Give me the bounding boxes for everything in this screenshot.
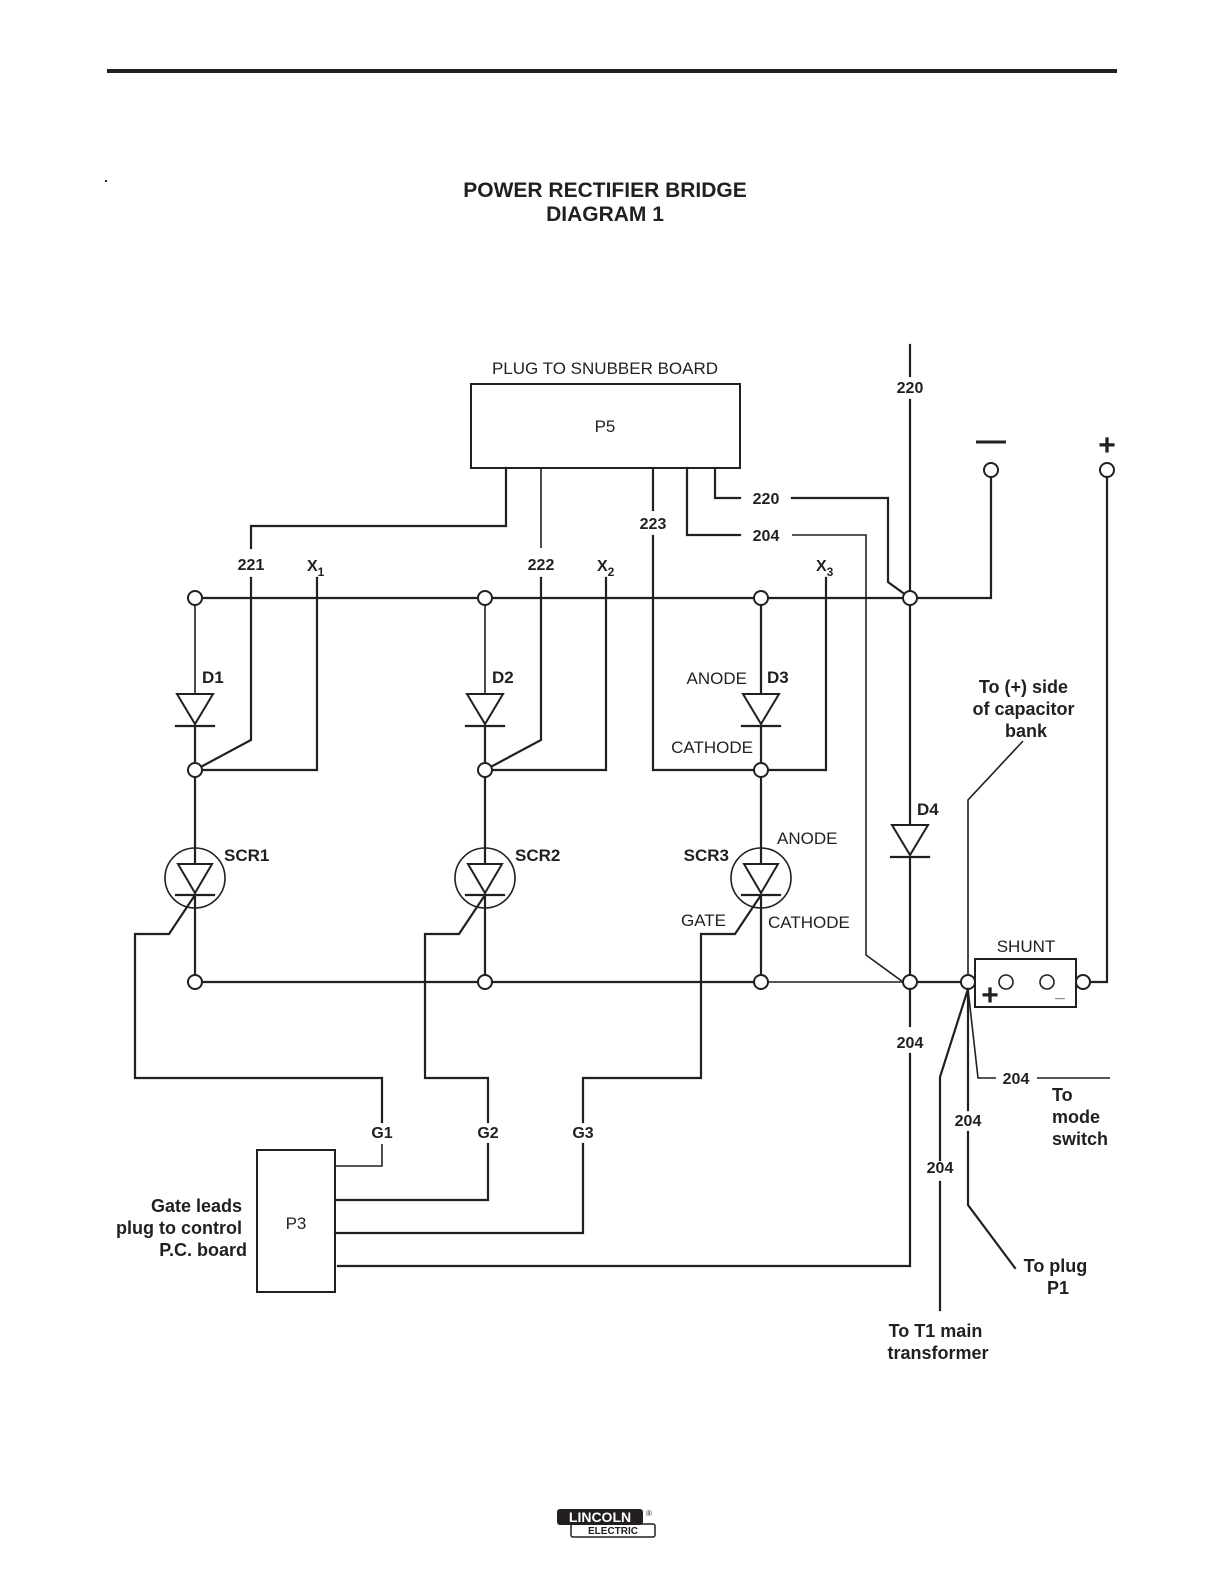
gate-label-g1: G1 (371, 1125, 392, 1142)
shunt-minus-sign: _ (1054, 982, 1065, 1001)
wire-label-x1: X1 (307, 558, 325, 579)
node-leg3-mid (753, 762, 769, 778)
wire-label-223: 223 (640, 516, 667, 533)
scr3-gate-label: GATE (681, 911, 726, 930)
d3-anode-label: ANODE (687, 669, 747, 688)
node-leg3-bottom (753, 974, 769, 990)
diagram-title: POWER RECTIFIER BRIDGE (463, 179, 747, 202)
positive-output-lead (1087, 475, 1109, 984)
wire-label-204-p5: 204 (753, 528, 780, 545)
wire-label-204-d4: 204 (897, 1035, 924, 1052)
wire-label-220-top: 220 (897, 380, 924, 397)
wire-label-204-t1: 204 (927, 1160, 954, 1177)
node-leg2-bottom (477, 974, 493, 990)
p3-caption: Gate leads plug to control P.C. board (116, 1196, 247, 1260)
p3-label: P3 (286, 1214, 307, 1233)
p3-plug-box (256, 1149, 336, 1293)
freewheel-diode-d4 (889, 603, 931, 977)
note-t1-transformer: To T1 main transformer (887, 1321, 988, 1363)
positive-terminal-symbol: + (1098, 429, 1116, 462)
negative-terminal-symbol: — (976, 424, 1006, 457)
gate-label-g2: G2 (477, 1125, 498, 1142)
d3-label: D3 (767, 668, 789, 687)
wire-label-204-mode: 204 (1003, 1071, 1030, 1088)
node-leg1-top (187, 590, 203, 606)
scr2-label: SCR2 (515, 846, 560, 865)
d3-cathode-label: CATHODE (671, 738, 753, 757)
note-mode-switch: To mode switch (1052, 1085, 1108, 1149)
diagram-subtitle: DIAGRAM 1 (546, 203, 664, 226)
shunt-terminal-plus (998, 974, 1014, 990)
leg-1 (133, 605, 384, 1124)
wire-label-221: 221 (238, 557, 265, 574)
node-d4-bottom (902, 974, 918, 990)
negative-bus (193, 398, 993, 772)
capacitor-bank-lead (967, 740, 1024, 975)
stray-mark (105, 180, 107, 182)
node-leg1-bottom (187, 974, 203, 990)
node-leg2-mid (477, 762, 493, 778)
d2-label: D2 (492, 668, 514, 687)
leg-2 (423, 605, 516, 1124)
wire-label-222: 222 (528, 557, 555, 574)
node-shunt-input (960, 974, 976, 990)
shunt-label: SHUNT (997, 937, 1056, 956)
d4-label: D4 (917, 800, 939, 819)
leg-3 (581, 603, 792, 1124)
logo-main-text: LINCOLN (569, 1509, 631, 1525)
scr1-label: SCR1 (224, 846, 269, 865)
note-plug-p1: To plug P1 (1024, 1256, 1093, 1298)
note-capacitor: To (+) side of capacitor bank (972, 677, 1079, 741)
header-rule (107, 69, 1117, 73)
wire-label-204-p1: 204 (955, 1113, 982, 1130)
scr3-anode-label: ANODE (777, 829, 837, 848)
node-leg2-top (477, 590, 493, 606)
wire-label-x2: X2 (597, 558, 615, 579)
d1-label: D1 (202, 668, 224, 687)
node-leg3-top (753, 590, 769, 606)
p5-caption: PLUG TO SNUBBER BOARD (492, 359, 718, 378)
wire-label-220-p5: 220 (753, 491, 780, 508)
logo-sub-text: ELECTRIC (588, 1526, 638, 1537)
scr3-cathode-label: CATHODE (768, 913, 850, 932)
gate-label-g3: G3 (572, 1125, 593, 1142)
p5-plug-box (470, 383, 741, 469)
node-d4-top (902, 590, 918, 606)
logo-registered-mark: ® (646, 1509, 652, 1518)
wire-204-to-p3 (336, 1052, 912, 1268)
shunt-plus-sign: + (981, 979, 999, 1012)
gate-leads (333, 1142, 585, 1235)
wire-label-x3: X3 (816, 558, 834, 579)
negative-output-terminal (983, 462, 999, 478)
scr3-label: SCR3 (684, 846, 729, 865)
node-leg1-mid (187, 762, 203, 778)
lincoln-electric-logo: LINCOLN ® ELECTRIC (557, 1509, 656, 1538)
shunt-terminal-minus (1039, 974, 1055, 990)
p5-label: P5 (595, 417, 616, 436)
p5-leads (249, 466, 912, 983)
positive-output-terminal (1099, 462, 1115, 478)
shunt-204-branches (938, 987, 1110, 1312)
node-shunt-output (1075, 974, 1091, 990)
